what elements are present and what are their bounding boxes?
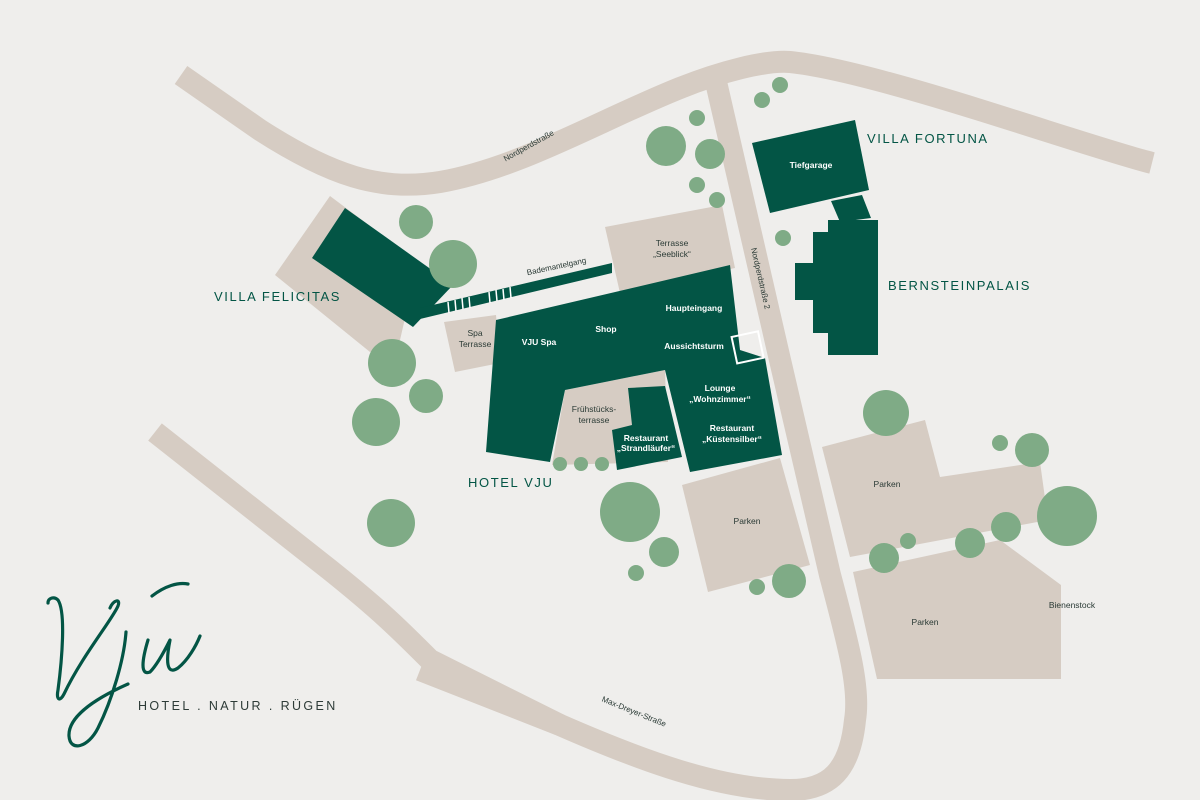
tree (863, 390, 909, 436)
label-restaurant-kuestensilber-line1: Restaurant (710, 423, 755, 433)
label-hotel-vju: HOTEL VJU (468, 475, 553, 490)
building-hotel-vju (486, 265, 782, 472)
tree (955, 528, 985, 558)
buildings (312, 120, 878, 472)
bademantelgang-walkway (420, 263, 612, 319)
vju-script-wordmark (46, 581, 202, 748)
logo-tagline: HOTEL . NATUR . RÜGEN (138, 699, 338, 713)
label-terrasse-seeblick-line2: „Seeblick“ (653, 249, 691, 259)
road-nordperdstrasse-north (174, 50, 1155, 196)
label-villa-felicitas: VILLA FELICITAS (214, 289, 341, 304)
tree (772, 564, 806, 598)
road-max-dreyer-strasse (148, 423, 565, 735)
label-parken-center: Parken (734, 516, 761, 526)
label-lounge-line1: Lounge (705, 383, 736, 393)
aussichtsturm-marker (730, 330, 765, 365)
building-connector (831, 195, 871, 222)
tree (695, 139, 725, 169)
tree (1015, 433, 1049, 467)
tree (992, 435, 1008, 451)
tree (368, 339, 416, 387)
label-bienenstock: Bienenstock (1049, 600, 1096, 610)
road-nordperdstrasse-2 (415, 79, 868, 800)
tree (709, 192, 725, 208)
tree (429, 240, 477, 288)
tree (869, 543, 899, 573)
paved-areas (275, 196, 1061, 679)
tree (749, 579, 765, 595)
tree (595, 457, 609, 471)
building-labels: VILLA FELICITAS VILLA FORTUNA BERNSTEINP… (214, 131, 1031, 490)
parking-right-bottom (853, 540, 1061, 679)
label-fruehstueck-line1: Frühstücks- (572, 404, 617, 414)
parking-right-top (822, 420, 1048, 557)
label-max-dreyer-strasse: Max-Dreyer-Straße (601, 695, 668, 729)
terrasse-seeblick-area (605, 205, 735, 293)
place-labels: Tiefgarage Terrasse „Seeblick“ Spa Terra… (459, 160, 1096, 627)
label-parken-right-top: Parken (874, 479, 901, 489)
tree (628, 565, 644, 581)
building-tiefgarage (752, 120, 869, 213)
walkway-stripes (447, 286, 512, 314)
tree (646, 126, 686, 166)
tree (553, 457, 567, 471)
building-villa-felicitas (312, 208, 453, 327)
label-haupteingang: Haupteingang (666, 303, 723, 313)
label-parken-right-bottom: Parken (912, 617, 939, 627)
label-spa-terrasse-line2: Terrasse (459, 339, 492, 349)
tree (991, 512, 1021, 542)
tree (775, 230, 791, 246)
tree (900, 533, 916, 549)
label-villa-fortuna: VILLA FORTUNA (867, 131, 989, 146)
trees (352, 77, 1097, 598)
vju-logo: HOTEL . NATUR . RÜGEN (46, 581, 338, 748)
tree (352, 398, 400, 446)
label-restaurant-kuestensilber-line2: „Küstensilber“ (702, 434, 762, 444)
tree (399, 205, 433, 239)
tree (649, 537, 679, 567)
tree (600, 482, 660, 542)
roads (148, 50, 1155, 800)
label-lounge-line2: „Wohnzimmer“ (689, 394, 751, 404)
label-tiefgarage: Tiefgarage (790, 160, 833, 170)
tree (689, 177, 705, 193)
label-aussichtsturm: Aussichtsturm (664, 341, 724, 351)
tree (772, 77, 788, 93)
label-terrasse-seeblick-line1: Terrasse (656, 238, 689, 248)
parking-center (682, 458, 810, 592)
tree (574, 457, 588, 471)
label-spa-terrasse-line1: Spa (467, 328, 482, 338)
label-fruehstueck-line2: terrasse (579, 415, 610, 425)
label-restaurant-strandlaeufer-line1: Restaurant (624, 433, 669, 443)
building-restaurant-strandlaeufer (612, 386, 682, 470)
tree (367, 499, 415, 547)
label-vju-spa: VJU Spa (522, 337, 557, 347)
tree (1037, 486, 1097, 546)
tree (689, 110, 705, 126)
tree (754, 92, 770, 108)
tree (409, 379, 443, 413)
label-bernsteinpalais: BERNSTEINPALAIS (888, 278, 1031, 293)
building-bernsteinpalais (795, 220, 878, 355)
spa-terrasse-area (444, 315, 500, 372)
label-shop: Shop (595, 324, 616, 334)
label-restaurant-strandlaeufer-line2: „Strandläufer“ (617, 443, 676, 453)
